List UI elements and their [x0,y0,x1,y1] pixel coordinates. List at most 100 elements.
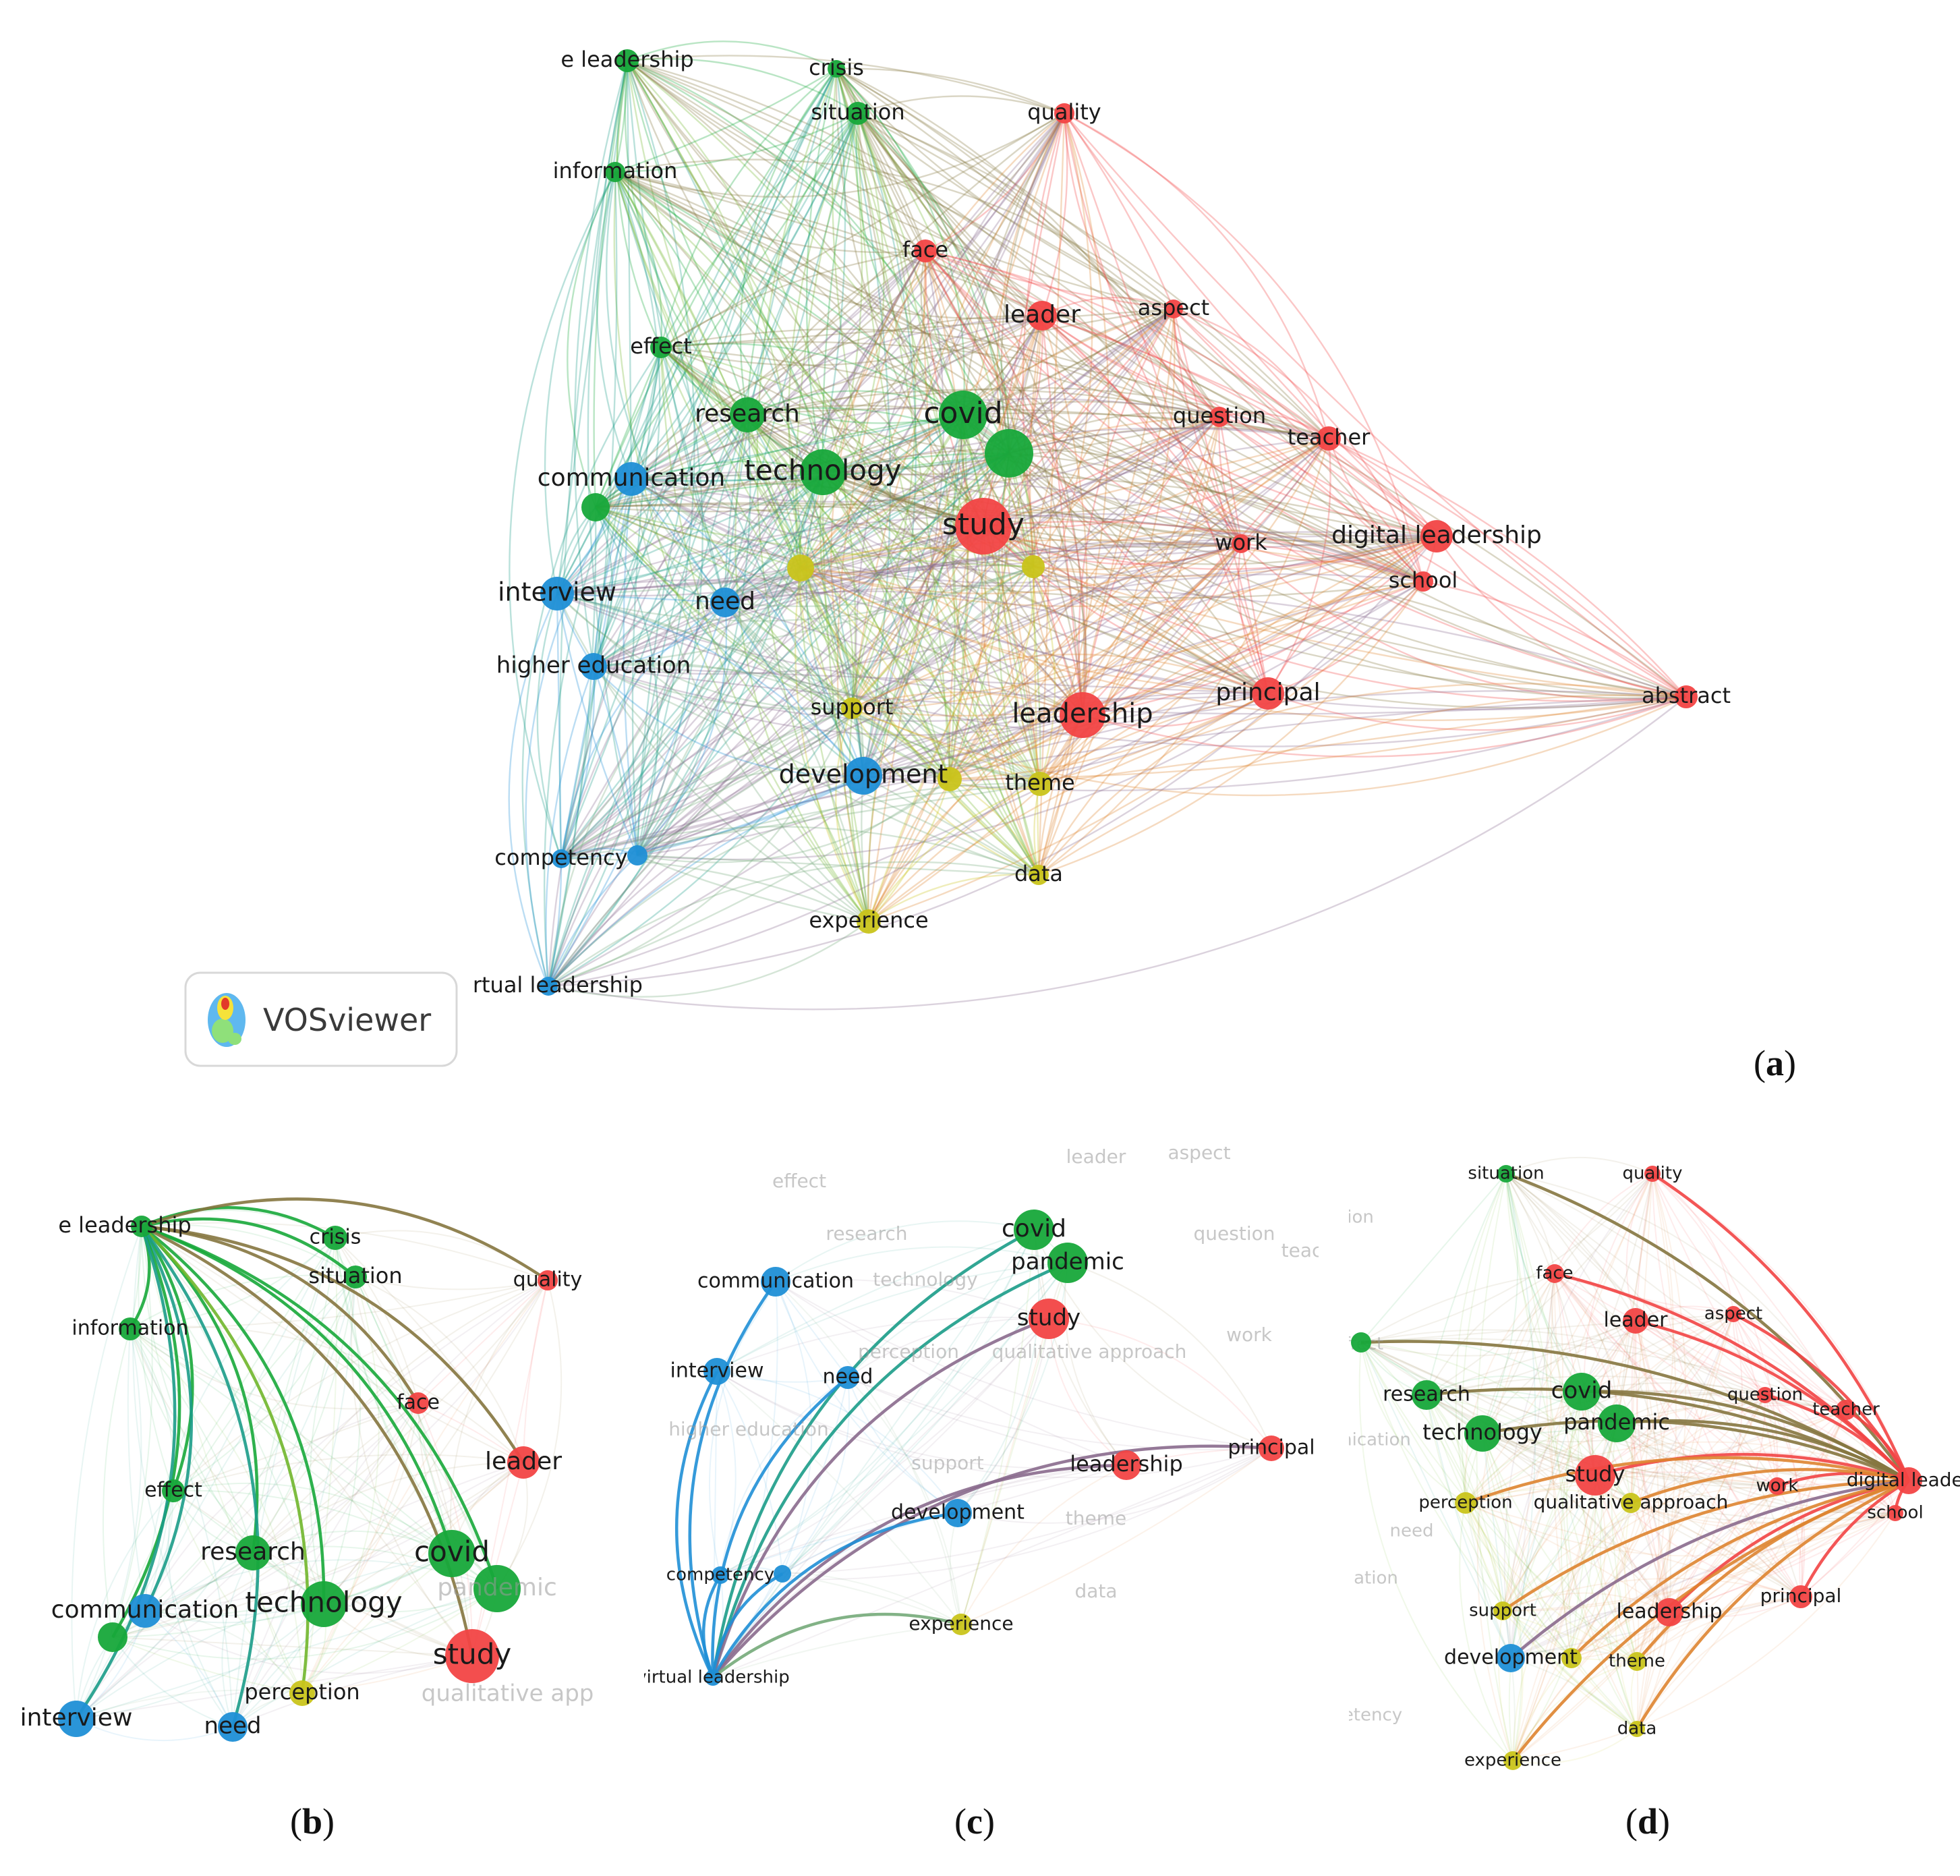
network-edge [355,1276,498,1589]
network-edge [1624,1502,1638,1662]
network-edge [782,1229,1035,1574]
network-edge [144,1237,336,1612]
network-edge [851,695,1687,797]
network-edge [1512,1394,1766,1761]
node-label-experience: experience [1464,1751,1561,1771]
node-label-qualitative: qualitative approach [1534,1491,1729,1513]
network-edge [857,113,1687,698]
node-label-aspect: aspect [1138,295,1209,320]
network-edge [614,171,870,922]
network-edge [962,401,1220,418]
network-edge [711,1317,1049,1678]
network-edge [560,347,662,859]
network-edge [949,692,1269,780]
network-edge [556,250,926,594]
network-edge [141,1224,420,1404]
network-edge [631,113,1066,480]
network-edge [1505,1173,1572,1659]
network-edge [560,68,838,859]
network-edge [631,478,1687,711]
network-edge [1173,308,1687,698]
network-edge [851,438,1329,710]
network-edge [1426,1394,1523,1761]
network-edge [112,1637,233,1728]
network-edge [1502,1577,1802,1612]
network-edge [1502,1592,1670,1613]
network-edge [720,1377,848,1576]
network-edge [925,113,1066,252]
node-study [445,1629,499,1683]
network-edge [1800,1512,1896,1597]
network-edge [925,250,1220,418]
network-edge [1219,416,1687,698]
network-edge [1465,1320,1636,1504]
network-edge [962,412,1329,440]
node-label-support: support [1469,1601,1536,1621]
network-edge [631,478,984,530]
network-edge [593,666,869,922]
network-edge [1033,530,1424,583]
network-edge [627,57,859,115]
network-edge [1422,580,1687,698]
node-communication [761,1267,790,1297]
node-label-work: work [1756,1476,1799,1496]
network-edge [616,60,662,348]
network-edge [556,113,1066,595]
node-e-leadership [131,1216,152,1237]
panel-d-network: tionffectnicationneedationetencysituatio… [1349,1156,1960,1771]
network-edge [141,1224,525,1464]
node-label-leadership: leadership [1070,1451,1183,1477]
network-edge [252,1552,473,1657]
node-work [1232,534,1250,553]
node-label-effect: effect [630,333,692,359]
network-edge [637,315,1043,857]
network-edge [141,1226,473,1657]
node-digital-leadership [1420,520,1453,552]
network-edge [1041,113,1068,316]
network-edge [1635,1320,1660,1730]
network-edge [949,580,1424,780]
node-label-theme: theme [1005,770,1074,795]
network-edge [949,778,1040,876]
node-label-need: need [695,588,755,615]
network-edge [1064,113,1687,698]
network-edge [560,714,1083,860]
network-edge [949,113,1093,780]
node-dev-y [938,767,962,791]
node-label-principal: principal [1760,1585,1842,1607]
network-edge [819,472,853,709]
network-edge [592,68,837,667]
network-edge [1237,543,1269,694]
network-edge [1636,1480,1909,1662]
network-edge [983,525,1084,716]
network-edge [1360,1342,1638,1662]
network-edge [595,503,1687,698]
network-edge [592,507,613,667]
network-edge [614,171,1242,544]
network-edge [595,507,864,776]
network-edge [1037,543,1242,876]
network-edge [1581,1382,1766,1396]
network-edge [140,1225,193,1612]
network-edge [595,113,1065,509]
network-edge [835,68,927,252]
node-label-teacher: teacher [1288,424,1371,450]
network-edge [556,414,748,594]
network-edge [1512,1313,1734,1761]
network-edge [724,535,1437,604]
network-edge [556,592,726,604]
network-edge [1465,1502,1896,1557]
network-edge [724,601,1040,876]
network-edge [556,592,1041,785]
network-edge [983,521,1424,583]
node-label-information: information [71,1317,188,1340]
network-edge [560,113,859,859]
network-edge [660,314,1043,366]
node-label-development: development [1444,1646,1578,1670]
network-edge [1630,1502,1802,1597]
network-edge [71,1226,142,1719]
network-edge [800,567,1687,721]
network-edge [144,1276,356,1612]
network-edge [1505,1173,1671,1613]
network-edge [1426,1394,1638,1730]
